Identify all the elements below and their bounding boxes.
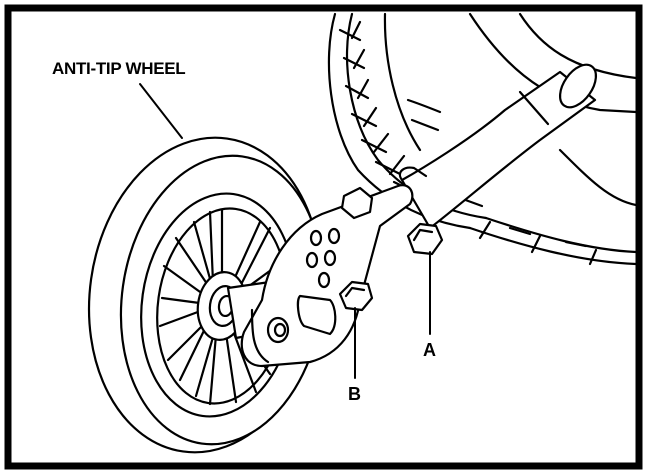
- bolt-b: [338, 280, 374, 312]
- leader-anti-tip-wheel: [139, 83, 183, 139]
- leader-lines: [139, 83, 431, 379]
- label-anti-tip-wheel: ANTI-TIP WHEEL: [52, 59, 185, 78]
- anti-tip-bracket: [240, 184, 414, 368]
- bolt-a: [406, 222, 444, 256]
- anti-tip-tube: [398, 63, 598, 230]
- label-b: B: [348, 384, 361, 404]
- upper-bolt: [340, 186, 374, 220]
- label-a: A: [423, 340, 436, 360]
